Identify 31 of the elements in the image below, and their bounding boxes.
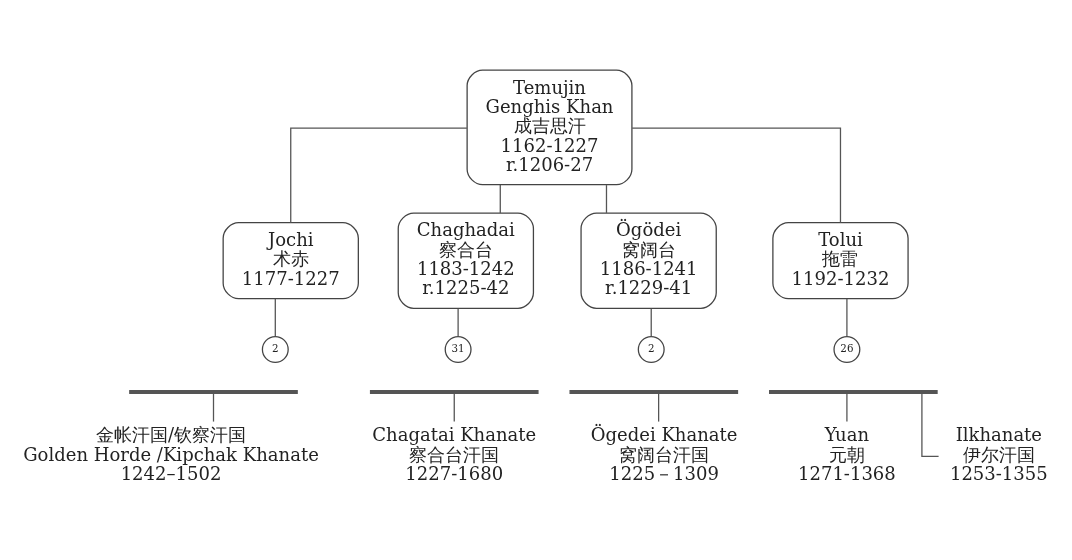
connector: [631, 127, 842, 224]
node-text: 金帐汗国/钦察汗国 Golden Horde /Kipchak Khanate 1242–1502: [23, 424, 319, 484]
node-circle: 26: [833, 336, 861, 364]
node-circle: 31: [444, 336, 472, 364]
connector: [290, 127, 468, 224]
node-box: Ögödei 窝阔台 1186-1241 r.1229-41: [580, 212, 717, 309]
node-box: Temujin Genghis Khan 成吉思汗 1162-1227 r.1206-27: [466, 69, 633, 186]
node-bar: [769, 390, 938, 394]
connector: [921, 392, 940, 458]
node-text: Ögedei Khanate 窝阔台汗国 1225－1309: [590, 424, 738, 484]
node-circle: 2: [637, 336, 665, 364]
node-text: Chagatai Khanate 察合台汗国 1227-1680: [372, 424, 537, 484]
node-box: Tolui 拖雷 1192-1232: [772, 222, 909, 300]
node-text: Yuan 元朝 1271-1368: [798, 424, 896, 484]
node-bar: [569, 390, 739, 394]
node-box: Jochi 术赤 1177-1227: [222, 222, 359, 300]
connector: [846, 298, 848, 337]
connector: [846, 392, 848, 423]
node-text: Ilkhanate 伊尔汗国 1253-1355: [949, 424, 1048, 484]
connector: [658, 392, 660, 423]
connector: [499, 184, 501, 214]
connector: [605, 184, 608, 214]
connector: [457, 308, 459, 338]
node-bar: [129, 390, 298, 394]
connector: [212, 392, 215, 423]
node-circle: 2: [261, 336, 289, 364]
connector: [650, 308, 652, 338]
node-box: Chaghadai 察合台 1183-1242 r.1225-42: [397, 212, 535, 309]
node-bar: [369, 390, 539, 394]
connector: [453, 392, 455, 423]
connector: [274, 298, 276, 337]
